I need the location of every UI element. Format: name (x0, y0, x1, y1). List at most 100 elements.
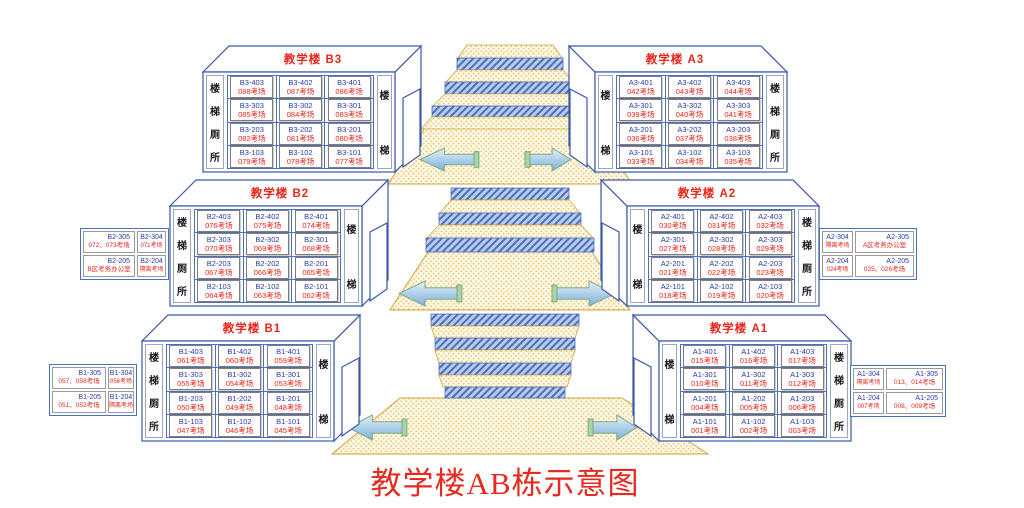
room-number: B2-305 (107, 233, 130, 241)
room-number: A3-103 (726, 147, 751, 157)
room-number: B2-103 (206, 281, 231, 291)
exam-hall-number: 030考场 (659, 221, 687, 231)
exam-hall-number: 047考场 (177, 425, 205, 435)
room-number: A2-301 (660, 235, 685, 245)
room-number: A2-402 (709, 212, 734, 222)
room-number: B3-202 (288, 124, 313, 134)
stairwell-char: 所 (770, 153, 780, 164)
room-number: B1-204 (109, 394, 133, 402)
exam-hall-number: 010考场 (691, 379, 719, 389)
room-number: B3-102 (288, 147, 313, 157)
room-number: A2-201 (660, 258, 685, 268)
room-number: B1-102 (227, 416, 252, 426)
stairwell-char: 梯 (318, 415, 329, 426)
room-number: B3-403 (239, 78, 264, 88)
room-number: A2-204 (826, 258, 849, 266)
exam-hall-number: 020考场 (756, 290, 784, 300)
exam-hall-number: 002考场 (739, 425, 768, 435)
room-number: B2-101 (304, 281, 329, 291)
stairwell-char: 所 (210, 153, 220, 164)
exam-hall-number: 060考场 (225, 356, 254, 366)
room-number: B3-303 (239, 101, 264, 111)
stair-tread (434, 349, 576, 364)
stairwell-char: 梯 (802, 241, 812, 252)
stair-tread (439, 199, 581, 214)
stairwell-char: 梯 (149, 376, 159, 387)
exam-hall-number: 044考场 (724, 87, 752, 97)
room-number: A1-305 (915, 370, 938, 378)
room-number: B2-302 (255, 235, 280, 245)
side-door (633, 357, 652, 438)
room-number: B1-203 (178, 393, 203, 403)
stairwell-toilet-strip-right: 楼梯厕所 (766, 75, 784, 169)
room-number: A1-303 (790, 370, 815, 380)
exam-hall-number: 001考场 (691, 425, 719, 435)
exam-hall-number: 038考场 (724, 133, 752, 143)
side-door (341, 357, 360, 438)
room-number: B2-301 (304, 235, 329, 245)
right-arrow-icon (552, 280, 617, 307)
exam-hall-number: 033考场 (627, 156, 655, 166)
stairwell-char: 梯 (177, 241, 187, 252)
stair-riser (456, 57, 564, 71)
room-number: A3-301 (628, 101, 653, 111)
room-number: A2-302 (709, 235, 734, 245)
exam-hall-number: 068考场 (302, 244, 330, 254)
exam-hall-number: 083考场 (335, 110, 363, 120)
room-number: B1-201 (276, 393, 301, 403)
stairwell-char: 厕 (834, 399, 844, 410)
room-number: B2-401 (304, 212, 329, 222)
room-number: B1-301 (276, 370, 301, 380)
stairwell-char: 楼 (834, 353, 844, 364)
exam-hall-number: 065考场 (302, 267, 330, 277)
stair-riser (438, 362, 572, 376)
exam-hall-number: 037考场 (675, 133, 704, 143)
room-number: B1-101 (276, 416, 301, 426)
exam-hall-number: 075考场 (253, 221, 282, 231)
room-number: A1-304 (857, 371, 880, 379)
exam-hall-number: 054考场 (225, 379, 254, 389)
room-number: B2-403 (206, 212, 231, 222)
exam-hall-number: 049考场 (225, 402, 254, 412)
room-number: A1-402 (741, 347, 766, 357)
stairwell-strip-right: 楼梯 (344, 209, 359, 303)
room-function-label: 071考场 (140, 242, 163, 249)
stairwell-toilet-strip-left: 楼梯厕所 (145, 344, 163, 438)
